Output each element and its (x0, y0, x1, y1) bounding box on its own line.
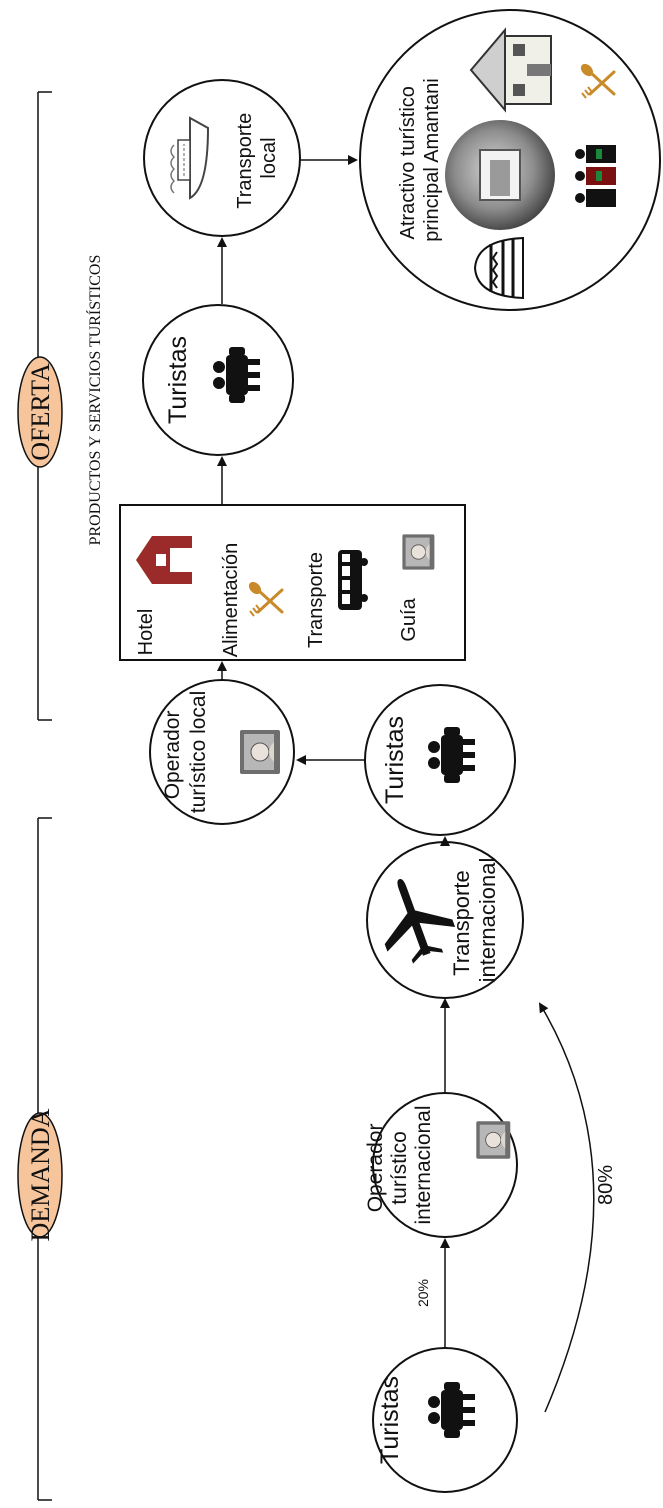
bus-icon (338, 550, 368, 610)
service-alimentacion: Alimentación (220, 543, 242, 658)
guide-person-icon (401, 534, 435, 570)
knitted-hat-icon (473, 236, 524, 300)
svg-text:DEMANDA: DEMANDA (26, 1108, 55, 1241)
edge-label-20: 20% (415, 1279, 431, 1307)
service-guia: Guía (398, 597, 420, 641)
node-atractivo: Atractivo turístico principal Amantani (359, 9, 661, 311)
service-transporte: Transporte (305, 552, 327, 648)
node-turistas-arrival: Turistas (364, 684, 516, 836)
oferta-label: OFERTA (17, 356, 63, 468)
svg-text:OFERTA: OFERTA (26, 363, 55, 461)
node-turistas-start: Turistas (372, 1347, 518, 1493)
stone-arch-photo (445, 120, 555, 230)
operator-person-icon (475, 1120, 511, 1160)
svg-text:Transporte internacion: Transporte internacional (449, 858, 500, 983)
svg-text:Operador turístico: Operador turístico internacional (364, 1105, 435, 1224)
services-box: Hotel Alimentación Transporte Guía (119, 504, 466, 661)
operator-person-icon (239, 729, 281, 775)
node-transporte-local: Transporte local (143, 79, 301, 237)
boat-icon (170, 116, 210, 200)
svg-text:Turistas: Turistas (164, 336, 192, 424)
node-operador-local: Operador turístico local (149, 679, 295, 825)
edge-turistas-to-transporte-int-80 (538, 1002, 595, 1413)
demanda-label: DEMANDA (17, 1108, 63, 1241)
hotel-icon (136, 536, 192, 584)
node-turistas-mid: Turistas (142, 304, 294, 456)
svg-text:Turistas: Turistas (376, 1376, 404, 1464)
svg-text:Atractivo turístico pr: Atractivo turístico principal Amantani (397, 78, 443, 241)
dancers-icon (575, 145, 616, 207)
node-operador-internacional: Operador turístico internacional (364, 1092, 518, 1238)
edge-label-80: 80% (595, 1165, 617, 1205)
service-hotel: Hotel (135, 609, 157, 656)
node-transporte-internacional: Transporte internacional (366, 841, 524, 999)
house-icon (469, 27, 552, 113)
svg-text:Operador turístico loc: Operador turístico local (161, 691, 210, 814)
svg-text:Turistas: Turistas (381, 716, 409, 804)
airplane-icon (384, 878, 456, 964)
svg-text:Transporte local: Transporte local (234, 107, 280, 209)
productos-servicios-title: PRODUCTOS Y SERVICIOS TURÍSTICOS (85, 255, 104, 546)
